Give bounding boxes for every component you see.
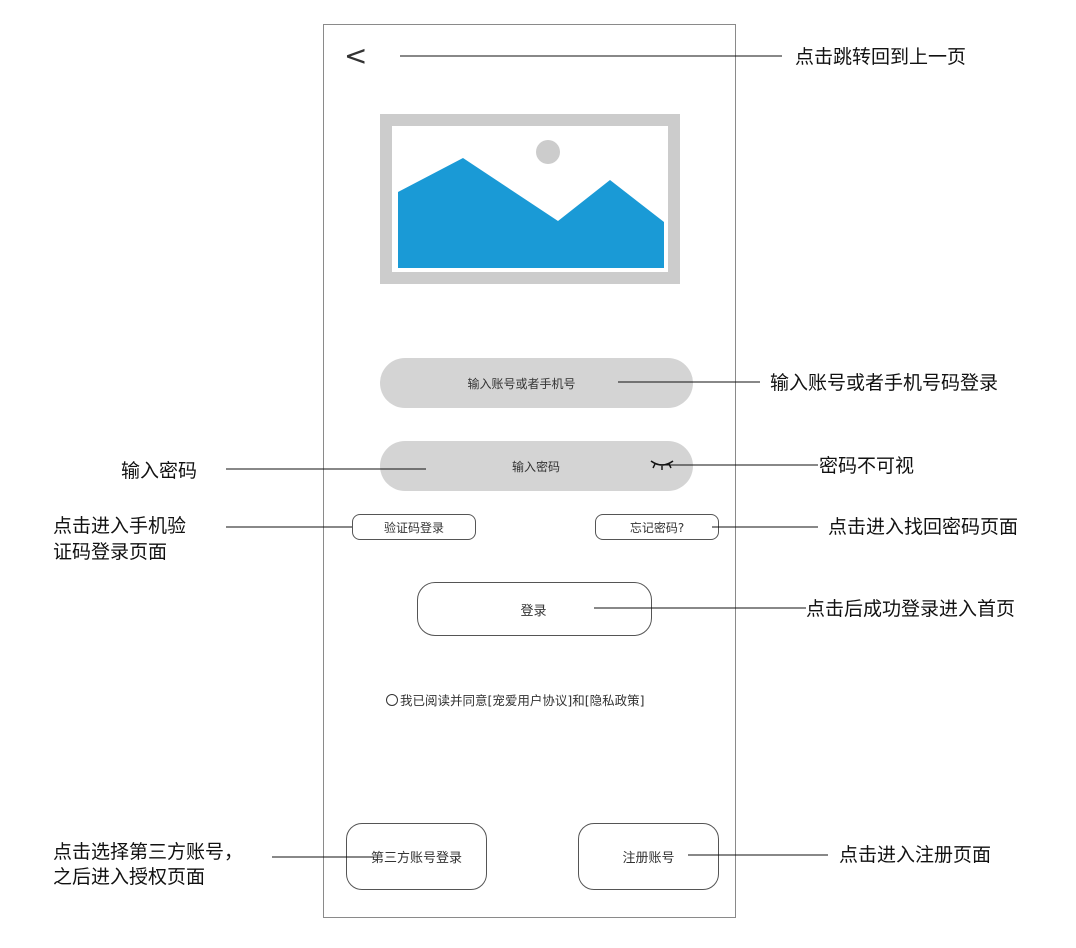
account-input[interactable]: 输入账号或者手机号: [380, 358, 693, 408]
annotation-account: 输入账号或者手机号码登录: [770, 372, 999, 394]
register-button[interactable]: 注册账号: [578, 823, 719, 890]
third-party-label: 第三方账号登录: [370, 851, 462, 866]
agreement-text: 我已阅读并同意[宠爱用户协议]和[隐私政策]: [400, 693, 645, 708]
image-placeholder-icon: [380, 114, 680, 284]
back-arrow-icon[interactable]: <: [344, 39, 368, 72]
third-party-login-button[interactable]: 第三方账号登录: [346, 823, 487, 890]
annotation-third-line1: 点击选择第三方账号，: [53, 841, 244, 863]
password-input[interactable]: 输入密码: [380, 441, 693, 491]
annotation-sms-line1: 点击进入手机验: [53, 515, 187, 537]
account-placeholder: 输入账号或者手机号: [467, 376, 576, 391]
annotation-password: 输入密码: [121, 460, 198, 482]
forgot-password-button[interactable]: 忘记密码?: [595, 514, 719, 540]
annotation-register: 点击进入注册页面: [839, 844, 992, 866]
register-label: 注册账号: [622, 851, 675, 866]
annotation-eye: 密码不可视: [819, 455, 915, 477]
login-button[interactable]: 登录: [417, 582, 652, 636]
annotation-forgot: 点击进入找回密码页面: [828, 516, 1019, 538]
annotation-third-line2: 之后进入授权页面: [53, 866, 206, 888]
annotation-back: 点击跳转回到上一页: [795, 46, 967, 68]
agreement[interactable]: 我已阅读并同意[宠爱用户协议]和[隐私政策]: [386, 690, 645, 709]
annotation-login: 点击后成功登录进入首页: [806, 598, 1016, 620]
password-placeholder: 输入密码: [511, 459, 560, 474]
annotation-sms-line2: 证码登录页面: [53, 541, 168, 563]
radio-unchecked-icon[interactable]: [386, 694, 398, 706]
sms-login-button[interactable]: 验证码登录: [352, 514, 476, 540]
eye-closed-icon[interactable]: [648, 456, 676, 472]
login-label: 登录: [520, 603, 547, 619]
